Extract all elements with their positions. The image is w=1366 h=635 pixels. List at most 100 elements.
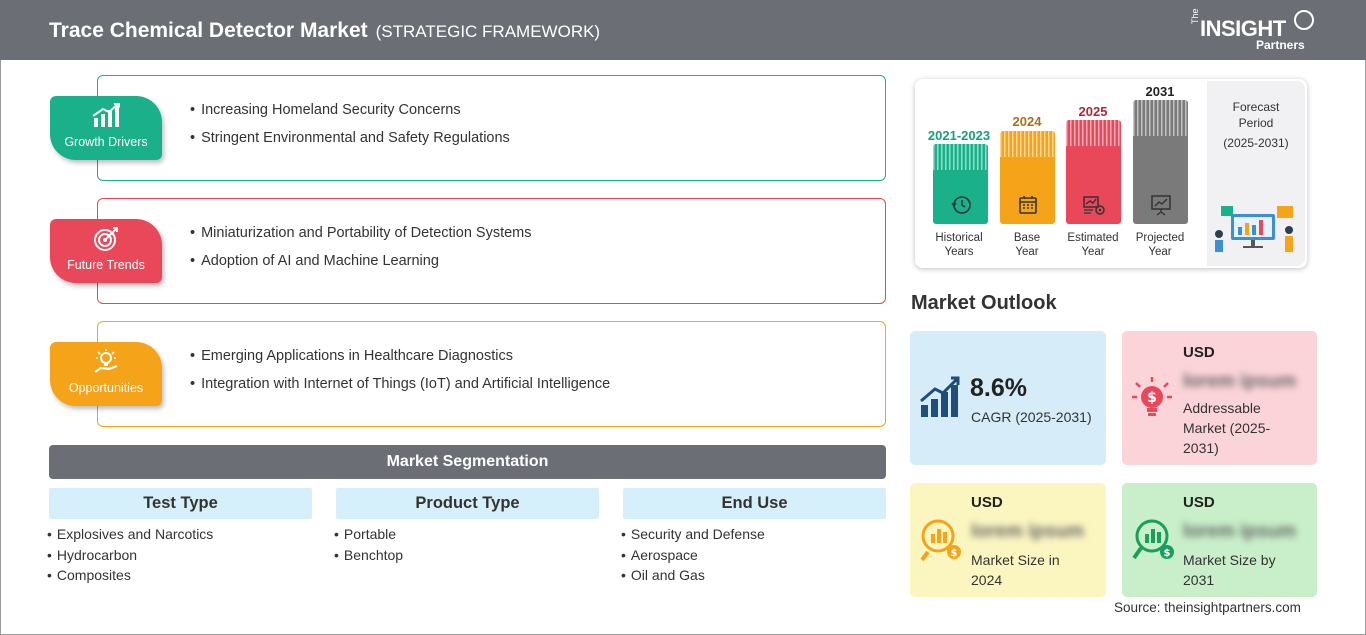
list-item: Emerging Applications in Healthcare Diag… xyxy=(190,342,610,370)
forecast-period-label: Forecast Period (2025-2031) xyxy=(1210,99,1302,151)
page-title: Trace Chemical Detector Market (STRATEGIC… xyxy=(49,19,600,43)
label-line: Years xyxy=(944,246,974,258)
svg-text:$: $ xyxy=(951,548,958,559)
badge-label: Growth Drivers xyxy=(64,135,148,149)
badge-label: Opportunities xyxy=(68,381,144,395)
segment-title-end-use: End Use xyxy=(623,488,886,519)
currency-label: USD xyxy=(1183,344,1215,361)
growth-drivers-box: Increasing Homeland Security Concerns St… xyxy=(97,75,886,181)
lightbulb-hand-icon xyxy=(50,349,162,375)
list-item: Miniaturization and Portability of Detec… xyxy=(190,219,531,247)
cagr-card: 8.6% CAGR (2025-2031) xyxy=(910,331,1106,465)
future-trends-list: Miniaturization and Portability of Detec… xyxy=(190,219,532,275)
target-icon xyxy=(50,226,162,252)
list-item: Hydrocarbon xyxy=(47,545,213,566)
list-item: Security and Defense xyxy=(621,524,765,545)
label-line: 2031) xyxy=(1183,440,1219,456)
market-size-2031-card: $ USD lorem ipsum Market Size by 2031 xyxy=(1122,483,1317,597)
growth-drivers-badge: Growth Drivers xyxy=(50,96,162,160)
cagr-label: CAGR (2025-2031) xyxy=(971,409,1092,425)
market-size-2024-label: Market Size in 2024 xyxy=(971,550,1060,590)
estimate-gear-icon xyxy=(1066,194,1121,216)
timeline-year-historical: 2021-2023 xyxy=(927,128,991,143)
bar-growth-icon xyxy=(50,103,162,129)
logo-ring-icon xyxy=(1294,10,1314,30)
logo-partners: Partners xyxy=(1256,38,1305,52)
growth-chart-icon xyxy=(919,375,963,424)
svg-text:$: $ xyxy=(1147,390,1157,406)
future-trends-box: Miniaturization and Portability of Detec… xyxy=(97,198,886,304)
logo-main: INSIGHT xyxy=(1200,16,1286,41)
list-item: Portable xyxy=(334,524,403,545)
timeline-bar-historical xyxy=(933,144,988,224)
opportunities-badge: Opportunities xyxy=(50,342,162,406)
dollar-bulb-icon: $ xyxy=(1130,375,1174,426)
money-search-icon: $ xyxy=(1130,516,1176,567)
label-line: Market (2025- xyxy=(1183,420,1271,436)
svg-text:$: $ xyxy=(1164,548,1171,559)
blurred-value: lorem ipsum xyxy=(971,521,1084,542)
logo-the: The xyxy=(1190,8,1200,24)
label-line: Year xyxy=(1148,246,1172,258)
money-chart-icon: $ xyxy=(918,516,964,567)
growth-drivers-list: Increasing Homeland Security Concerns St… xyxy=(190,96,510,152)
timeline-bar-projected xyxy=(1133,100,1188,224)
label-line: Addressable xyxy=(1183,400,1261,416)
segment-title-product-type: Product Type xyxy=(336,488,599,519)
currency-label: USD xyxy=(971,494,1003,511)
list-item: Stringent Environmental and Safety Regul… xyxy=(190,124,510,152)
list-item: Integration with Internet of Things (IoT… xyxy=(190,370,610,398)
currency-label: USD xyxy=(1183,494,1215,511)
forecast-title: Period xyxy=(1238,116,1274,130)
history-clock-icon xyxy=(933,194,988,216)
list-item: Explosives and Narcotics xyxy=(47,524,213,545)
title-text: Trace Chemical Detector Market xyxy=(49,19,368,42)
list-item: Oil and Gas xyxy=(621,565,765,586)
label-line: Year xyxy=(1081,246,1105,258)
label-line: 2031 xyxy=(1183,572,1215,588)
segmentation-header: Market Segmentation xyxy=(49,445,886,479)
market-size-2031-label: Market Size by 2031 xyxy=(1183,550,1276,590)
label-line: Historical xyxy=(935,232,983,244)
timeline-bar-base xyxy=(1000,131,1055,224)
label-line: Market Size in xyxy=(971,552,1060,568)
label-line: Market Size by xyxy=(1183,552,1276,568)
list-item: Benchtop xyxy=(334,545,403,566)
insight-partners-logo: The INSIGHT Partners xyxy=(1190,8,1320,54)
segment-title-test-type: Test Type xyxy=(49,488,312,519)
timeline-year-projected: 2031 xyxy=(1145,84,1175,99)
analyst-illustration-icon xyxy=(1211,200,1301,256)
label-line: Year xyxy=(1015,246,1039,258)
bar-stripes xyxy=(1000,131,1055,157)
blurred-value: lorem ipsum xyxy=(1183,521,1296,542)
presentation-chart-icon xyxy=(1133,194,1188,216)
header-bar: Trace Chemical Detector Market (STRATEGIC… xyxy=(0,0,1366,60)
list-item: Composites xyxy=(47,565,213,586)
segment-list-product-type: Portable Benchtop xyxy=(334,524,403,565)
label-line: Estimated xyxy=(1067,232,1119,244)
source-credit: Source: theinsightpartners.com xyxy=(1114,600,1301,615)
list-item: Increasing Homeland Security Concerns xyxy=(190,96,510,124)
opportunities-box: Emerging Applications in Healthcare Diag… xyxy=(97,321,886,427)
timeline-year-base: 2024 xyxy=(1012,114,1042,129)
page-subtitle: (STRATEGIC FRAMEWORK) xyxy=(375,22,601,41)
bar-stripes xyxy=(1066,120,1121,146)
list-item: Adoption of AI and Machine Learning xyxy=(190,247,532,275)
label-line: Base xyxy=(1013,232,1041,244)
label-line: Projected xyxy=(1135,232,1185,244)
bar-stripes xyxy=(933,144,988,170)
list-item: Aerospace xyxy=(621,545,765,566)
forecast-title: Forecast xyxy=(1232,100,1280,114)
label-line: 2024 xyxy=(971,572,1003,588)
cagr-value: 8.6% xyxy=(970,374,1027,402)
badge-label: Future Trends xyxy=(67,258,145,272)
segment-list-test-type: Explosives and Narcotics Hydrocarbon Com… xyxy=(47,524,213,586)
future-trends-badge: Future Trends xyxy=(50,219,162,283)
blurred-value: lorem ipsum xyxy=(1183,371,1296,392)
segment-list-end-use: Security and Defense Aerospace Oil and G… xyxy=(621,524,765,586)
